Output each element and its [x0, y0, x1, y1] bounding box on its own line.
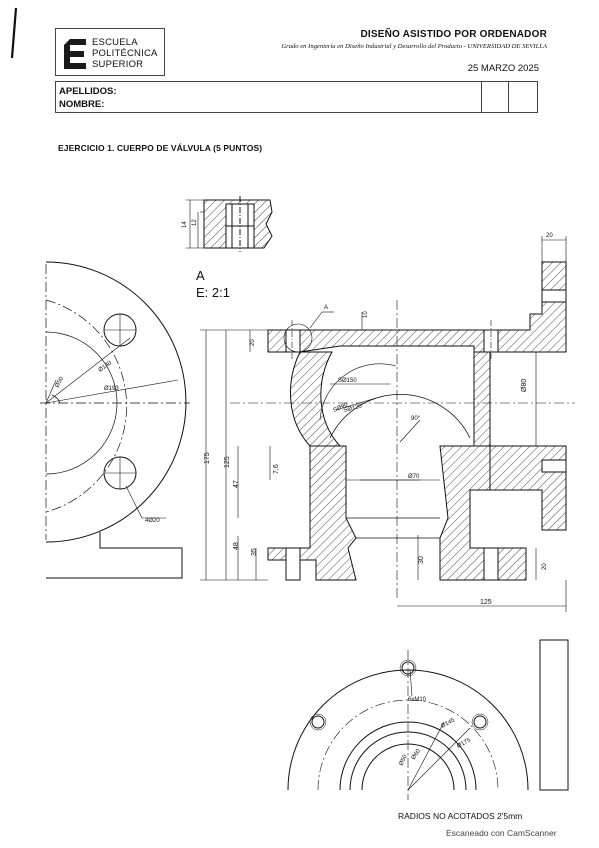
section-dimension-lines — [200, 236, 567, 612]
left-dim-d140: Ø140 — [98, 360, 114, 374]
section-dim-so150: SØ150 — [338, 378, 357, 384]
school-logo-box: ESCUELA POLITÉCNICA SUPERIOR — [55, 28, 165, 76]
section-dim-30: 30 — [418, 556, 425, 564]
left-flange-view — [40, 261, 190, 579]
left-dim-4d20: 4Ø20 — [145, 518, 160, 524]
bottom-dim-d50: Ø50 — [398, 753, 409, 766]
section-dim-35: 35 — [251, 548, 258, 556]
grade-cell-divider — [481, 82, 482, 112]
section-dim-so90: SØ90 — [332, 402, 349, 414]
section-dim-47: 47 — [233, 480, 240, 488]
bottom-flange-view — [287, 639, 569, 800]
bottom-dim-d145: Ø145 — [440, 717, 456, 729]
bottom-dim-6xm10: 6xM10 — [408, 697, 427, 703]
school-name: ESCUELA POLITÉCNICA SUPERIOR — [92, 37, 158, 70]
section-dim-90deg: 90° — [411, 416, 421, 422]
name-label: NOMBRE: — [59, 99, 105, 110]
school-line-2: POLITÉCNICA — [92, 48, 158, 59]
exercise-title: EJERCICIO 1. CUERPO DE VÁLVULA (5 PUNTOS… — [58, 143, 263, 153]
section-callout-a: A — [324, 305, 328, 311]
school-line-1: ESCUELA — [92, 37, 138, 48]
section-dim-7-6: 7,6 — [273, 464, 280, 474]
section-dim-125-left: 125 — [224, 456, 231, 468]
section-dim-20-right-bottom: 20 — [542, 563, 548, 570]
student-info-box: APELLIDOS: NOMBRE: — [55, 81, 538, 113]
section-dim-d70: Ø70 — [408, 474, 420, 480]
detail-label: A — [196, 268, 205, 283]
course-subtitle: Grado en Ingeniería en Diseño Industrial… — [281, 43, 547, 50]
bottom-dim-d60: Ø60 — [411, 748, 423, 761]
exam-date: 25 MARZO 2025 — [467, 63, 539, 74]
section-dim-175: 175 — [204, 452, 211, 464]
surname-label: APELLIDOS: — [59, 86, 117, 97]
detail-a-view — [186, 196, 273, 252]
course-title: DISEÑO ASISTIDO POR ORDENADOR — [360, 29, 547, 40]
detail-dim-14: 14 — [182, 221, 188, 228]
section-view — [230, 261, 575, 600]
section-dim-125-bottom: 125 — [480, 599, 492, 606]
left-dim-d50: Ø50 — [54, 376, 65, 389]
section-dim-d80: Ø80 — [521, 379, 528, 392]
section-dim-10: 10 — [363, 311, 369, 318]
detail-scale: E: 2:1 — [196, 285, 230, 300]
grade-cell-divider — [508, 82, 509, 112]
school-line-3: SUPERIOR — [92, 59, 144, 70]
section-dim-20-right-top: 20 — [546, 233, 553, 239]
section-dim-20-top: 20 — [250, 339, 256, 346]
section-dim-so120: SØ120 — [343, 403, 363, 414]
detail-dim-12: 12 — [192, 219, 198, 226]
scanner-watermark: Escaneado con CamScanner — [446, 828, 557, 838]
pen-mark — [10, 7, 18, 59]
section-dim-48: 48 — [233, 542, 240, 550]
school-logo-icon — [64, 39, 86, 69]
left-dim-d193: Ø193 — [104, 386, 119, 392]
unlabelled-radii-note: RADIOS NO ACOTADOS 2'5mm — [398, 811, 523, 821]
